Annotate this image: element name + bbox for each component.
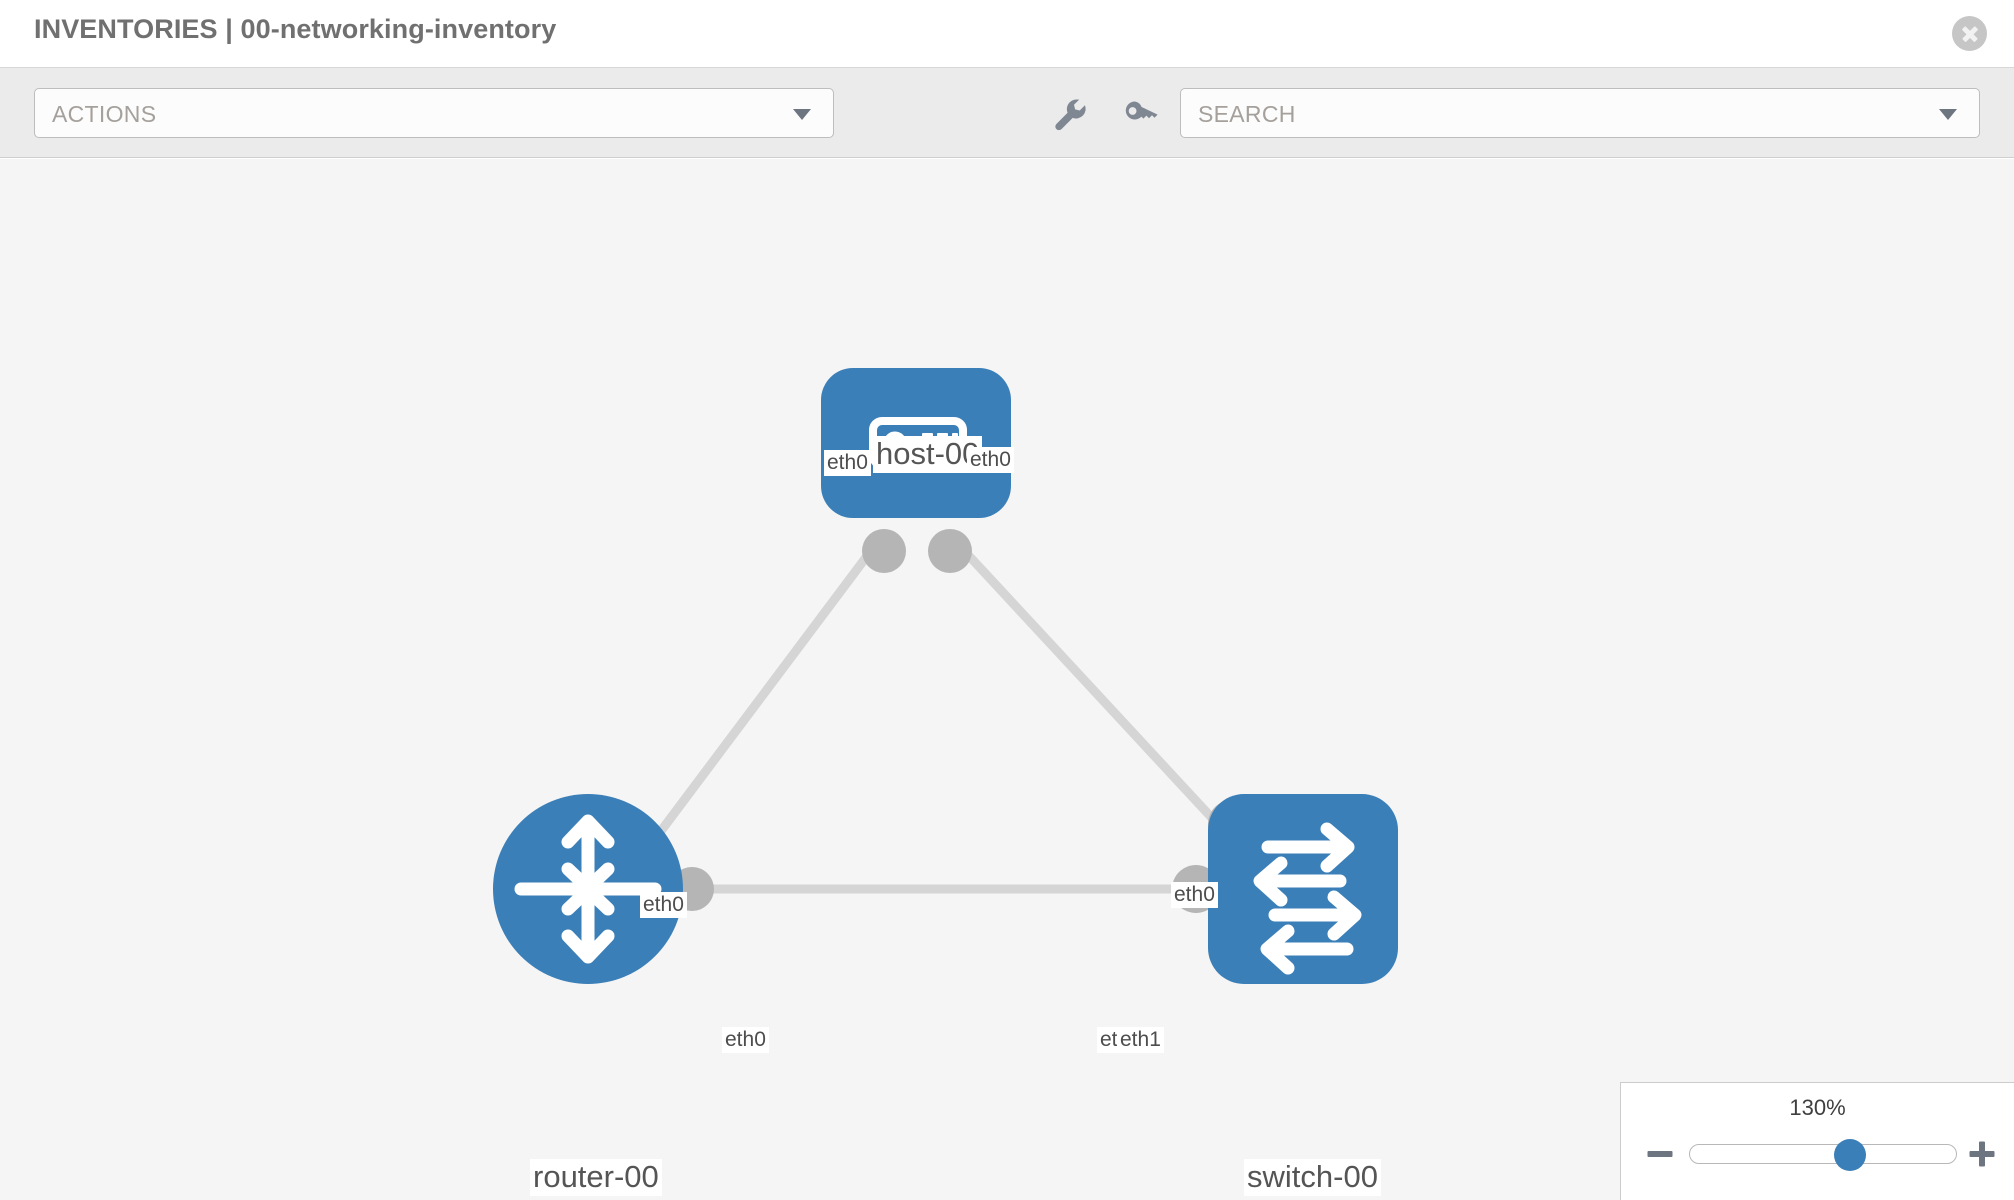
node-label-switch-00[interactable]: switch-00 [1244, 1159, 1381, 1196]
iface-label-host00-eth0-right: eth0 [967, 447, 1014, 473]
zoom-slider-row [1621, 1135, 2014, 1175]
key-icon[interactable] [1118, 92, 1162, 136]
topology-graph [493, 368, 1398, 984]
switch-arrows-icon [1253, 822, 1362, 975]
node-label-router-00[interactable]: router-00 [530, 1159, 662, 1196]
iface-label-host00-eth0-left: eth0 [824, 450, 871, 476]
link-host00-router00 [636, 541, 880, 862]
page-title: INVENTORIES | 00-networking-inventory [34, 14, 557, 44]
page-header: INVENTORIES | 00-networking-inventory [0, 0, 2014, 68]
topology-canvas[interactable]: host-00 eth0 eth0 router-00 eth0 eth0 sw… [0, 159, 2014, 1200]
actions-dropdown[interactable]: ACTIONS [34, 88, 834, 138]
node-router-00 [493, 794, 683, 984]
actions-dropdown-label: ACTIONS [52, 101, 157, 127]
wrench-icon[interactable] [1046, 92, 1090, 136]
zoom-level-value: 130% [1789, 1095, 1846, 1120]
zoom-out-button[interactable] [1643, 1137, 1677, 1171]
zoom-control-panel: 130% [1620, 1082, 2014, 1200]
toolbar: ACTIONS SEARCH [0, 68, 2014, 158]
topology-links [636, 540, 1254, 894]
node-label-host-00[interactable]: host-00 [873, 436, 983, 473]
search-placeholder: SEARCH [1198, 101, 1296, 127]
iface-label-switch00-eth1: eth1 [1117, 1027, 1164, 1053]
chevron-down-icon [793, 109, 811, 120]
close-icon[interactable] [1952, 16, 1987, 51]
connector-host00-eth0-right [928, 529, 972, 573]
iface-label-router00-eth0-uplink: eth0 [640, 892, 687, 918]
topology-connectors [670, 529, 1256, 913]
search-input[interactable]: SEARCH [1180, 88, 1980, 138]
node-switch-00 [1208, 794, 1398, 984]
chevron-down-icon[interactable] [1939, 109, 1957, 120]
router-arrows-icon [514, 814, 662, 964]
link-host00-switch00 [954, 540, 1254, 863]
iface-label-switch00-eth0: eth0 [1171, 882, 1218, 908]
zoom-slider-thumb[interactable] [1833, 1139, 1866, 1171]
zoom-slider-track[interactable] [1689, 1139, 1957, 1171]
iface-label-router00-eth0: eth0 [722, 1027, 769, 1053]
connector-host00-eth0-left [862, 529, 906, 573]
zoom-in-button[interactable] [1965, 1137, 1999, 1171]
toolbar-icon-group [1040, 88, 1200, 138]
